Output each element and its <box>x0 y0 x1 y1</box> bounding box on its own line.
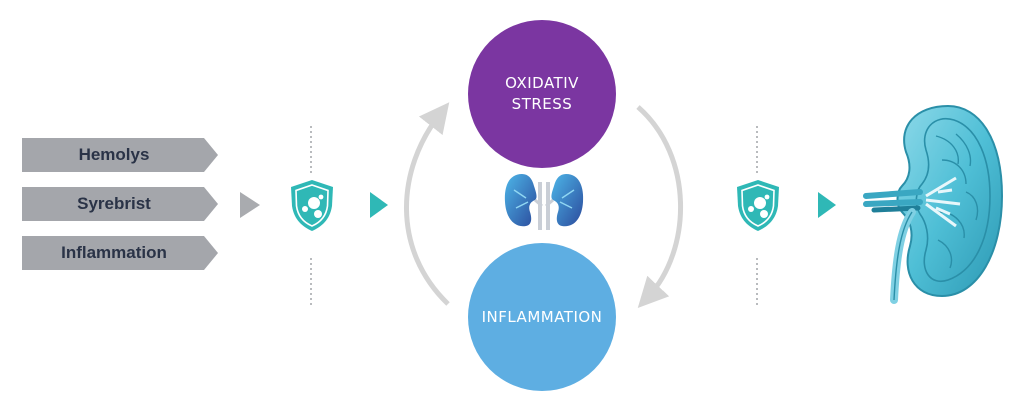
input-inflammation: Inflammation <box>22 236 218 270</box>
inflammation-node: INFLAMMATION <box>468 243 616 391</box>
tag-shape <box>22 187 218 221</box>
input-syrebrist-label: Syrebrist <box>77 194 151 213</box>
input-syrebrist: Syrebrist <box>22 187 218 221</box>
cycle-arrows <box>404 102 683 308</box>
kidney-pair-icon <box>504 174 584 230</box>
input-hemolys-label: Hemolys <box>78 145 150 164</box>
tag-shape <box>22 138 218 172</box>
teal-arrow-icon <box>818 192 836 218</box>
input-hemolys: Hemolys <box>22 138 218 172</box>
divider-right <box>756 126 758 308</box>
inflammation-node-label: INFLAMMATION <box>481 307 603 326</box>
oxidative-stress-node: OXIDATIV STRESS <box>468 20 616 168</box>
tag-shape <box>22 236 218 270</box>
input-inflammation-label: Inflammation <box>61 243 167 262</box>
shield-icon <box>291 180 333 231</box>
gray-arrow-icon <box>240 192 260 218</box>
kidney-illustration <box>863 104 1004 304</box>
oxidative-stress-label: OXIDATIV STRESS <box>505 74 579 113</box>
divider-left <box>310 126 312 308</box>
teal-arrow-icon <box>370 192 388 218</box>
shield-icon <box>737 180 779 231</box>
